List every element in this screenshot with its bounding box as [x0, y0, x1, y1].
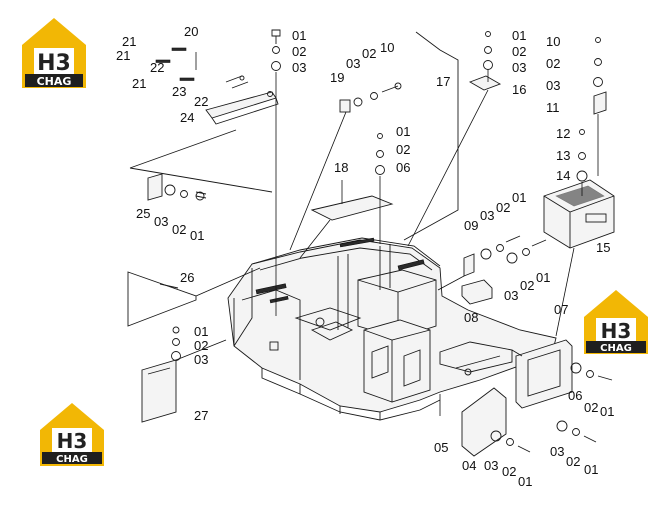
callout-07: 07 [554, 302, 568, 317]
callout-18: 18 [334, 160, 348, 175]
callout-09: 09 [464, 218, 478, 233]
callout-03: 03 [550, 444, 564, 459]
plate-18 [310, 133, 394, 221]
callout-22: 22 [150, 60, 164, 75]
callout-03: 03 [504, 288, 518, 303]
main-frame-assembly [227, 237, 557, 421]
callout-02: 02 [292, 44, 306, 59]
callout-26: 26 [180, 270, 194, 285]
callout-02: 02 [520, 278, 534, 293]
callout-16: 16 [512, 82, 526, 97]
callout-01: 01 [396, 124, 410, 139]
brand-logo-right: H3 CHAG [584, 290, 648, 354]
callout-13: 13 [556, 148, 570, 163]
callout-19: 19 [330, 70, 344, 85]
panel-04 [461, 387, 597, 457]
callout-02: 02 [584, 400, 598, 415]
callout-02: 02 [194, 338, 208, 353]
callout-02: 02 [496, 200, 510, 215]
bracket-16 [468, 31, 502, 91]
callout-20: 20 [184, 24, 198, 39]
callout-21: 21 [132, 76, 146, 91]
callout-02: 02 [512, 44, 526, 59]
door-07 [515, 339, 613, 409]
callout-02: 02 [396, 142, 410, 157]
callout-03: 03 [346, 56, 360, 71]
rod-17 [403, 31, 459, 241]
callout-01: 01 [584, 462, 598, 477]
box-15 [543, 129, 615, 249]
plate-26 [127, 271, 197, 327]
callout-02: 02 [566, 454, 580, 469]
callout-01: 01 [512, 190, 526, 205]
callout-01: 01 [190, 228, 204, 243]
callout-02: 02 [546, 56, 560, 71]
callout-10: 10 [546, 34, 560, 49]
callout-11: 11 [546, 100, 560, 115]
callout-25: 25 [136, 206, 150, 221]
handle-assembly [155, 47, 279, 125]
cover-27 [141, 326, 181, 423]
logo-brand-text: CHAG [600, 343, 632, 354]
callout-04: 04 [462, 458, 476, 473]
callout-01: 01 [292, 28, 306, 43]
callout-21: 21 [122, 34, 136, 49]
brand-logo-bottom-left: H3 CHAG [40, 403, 104, 466]
callout-01: 01 [518, 474, 532, 489]
callout-27: 27 [194, 408, 208, 423]
callout-01: 01 [194, 324, 208, 339]
callout-labels: 20 21 21 22 21 23 22 24 25 03 02 01 26 0… [116, 24, 614, 489]
callout-22: 22 [194, 94, 208, 109]
callout-03: 03 [484, 458, 498, 473]
logo-mark-text: H3 [601, 319, 632, 343]
logo-mark-text: H3 [37, 51, 71, 76]
bolt-stack-top-center [271, 29, 281, 71]
callout-17: 17 [436, 74, 450, 89]
callout-15: 15 [596, 240, 610, 255]
callout-21: 21 [116, 48, 130, 63]
callout-03: 03 [154, 214, 168, 229]
callout-02: 02 [502, 464, 516, 479]
callout-06: 06 [396, 160, 410, 175]
callout-01: 01 [536, 270, 550, 285]
logo-brand-text: CHAG [56, 454, 88, 465]
callout-05: 05 [434, 440, 448, 455]
callout-02: 02 [172, 222, 186, 237]
bracket-11 [593, 37, 607, 115]
callout-03: 03 [480, 208, 494, 223]
callout-01: 01 [512, 28, 526, 43]
logo-brand-text: CHAG [37, 75, 72, 88]
callout-23: 23 [172, 84, 186, 99]
callout-03: 03 [512, 60, 526, 75]
callout-24: 24 [180, 110, 194, 125]
bracket-19-group [339, 82, 402, 113]
callout-12: 12 [556, 126, 570, 141]
callout-02: 02 [362, 46, 376, 61]
plate-25-group [129, 129, 273, 201]
leader-lines [175, 70, 599, 416]
callout-03: 03 [194, 352, 208, 367]
callout-01: 01 [600, 404, 614, 419]
callout-03: 03 [546, 78, 560, 93]
callout-06: 06 [568, 388, 582, 403]
brand-logo-top-left: H3 CHAG [22, 18, 86, 88]
callout-10: 10 [380, 40, 394, 55]
callout-03: 03 [292, 60, 306, 75]
callout-08: 08 [464, 310, 478, 325]
logo-mark-text: H3 [57, 429, 88, 453]
clip-08-09 [461, 235, 547, 305]
callout-14: 14 [556, 168, 570, 183]
